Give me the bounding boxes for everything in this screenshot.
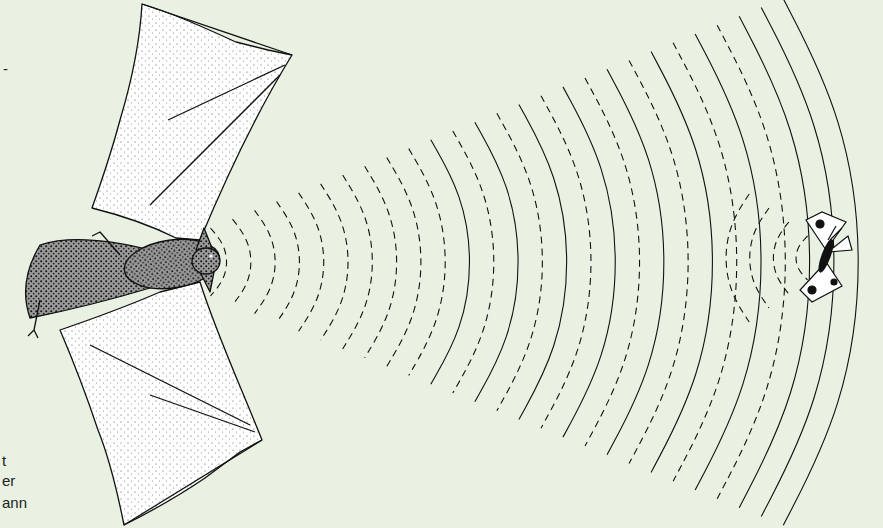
sound-wave [299,193,324,332]
sound-wave [783,0,858,525]
sound-wave [717,25,785,499]
sound-wave [739,16,809,507]
bat-ear [200,272,214,292]
sound-wave [673,43,737,481]
moth-body [816,239,835,274]
sound-wave [773,222,788,294]
sound-waves [210,0,858,525]
bat-eye [209,254,212,257]
wing-finger [168,65,285,120]
moth-drawing [800,212,852,302]
bat-wing [60,282,262,525]
wing-finger [142,4,292,55]
sound-wave [475,122,518,402]
text-fragment: ann [2,494,27,512]
sound-wave [585,78,640,446]
bat-foot [28,300,40,338]
sound-wave [796,236,808,280]
sound-wave [365,166,397,357]
wing-finger [124,440,262,525]
sound-wave [409,149,445,376]
sound-wave [750,208,769,308]
sound-wave [607,69,664,455]
sound-wave [387,157,421,366]
sound-wave [695,34,761,490]
bat-foot [92,232,120,255]
sound-wave [651,52,712,473]
bat-wing [92,4,292,240]
sound-wave [629,60,688,463]
sound-wave [343,175,373,349]
bat-head [192,248,220,274]
sound-wave [726,194,749,322]
text-fragment: er [2,472,15,490]
bat-drawing [26,4,292,525]
sound-wave [321,184,348,340]
sound-wave [541,96,591,429]
text-fragment: t [2,452,6,470]
wing-finger [90,345,250,425]
bat-ear [196,228,212,250]
sound-wave [453,131,494,393]
sound-wave [563,87,615,437]
sound-wave [497,113,542,410]
moth-spot [816,220,824,228]
wing-finger [150,75,280,205]
sound-wave [277,202,300,323]
moth-spot [808,286,816,294]
text-fragment: - [3,60,8,78]
sound-wave [519,105,567,420]
sound-wave [255,210,276,313]
moth-spot [831,279,837,285]
sound-wave [233,219,251,305]
sound-wave [431,140,470,384]
moth-antenna [828,226,842,240]
